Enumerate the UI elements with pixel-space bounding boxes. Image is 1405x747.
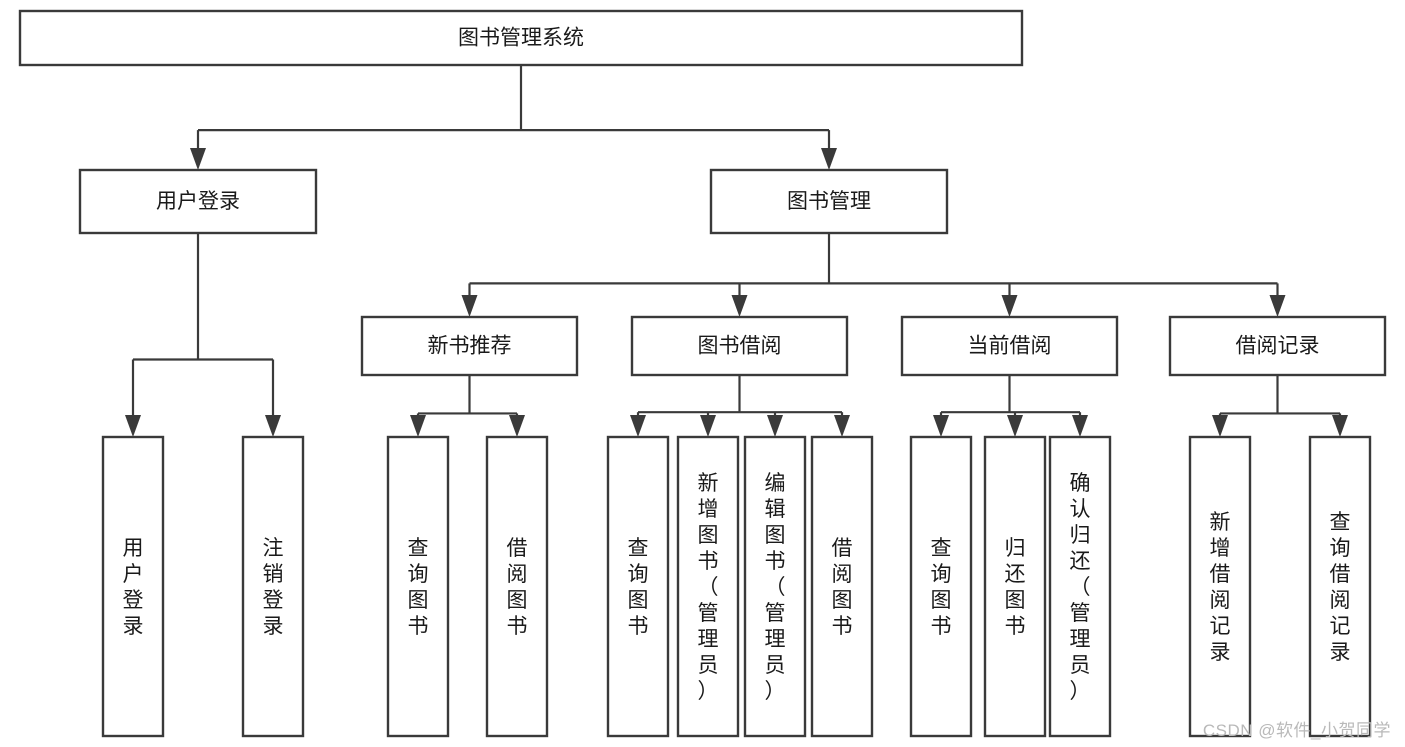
node-n-borrow[interactable]: 图书借阅	[630, 315, 849, 377]
node-label: 用户登录	[156, 190, 240, 213]
node-label: 查询图书	[408, 537, 429, 638]
node-l-c-confirm[interactable]: 确认归还（管理员）	[1048, 435, 1112, 738]
node-l-b-borrow[interactable]: 借阅图书	[810, 435, 874, 738]
node-l-c-query[interactable]: 查询图书	[909, 435, 973, 738]
node-box	[909, 435, 973, 738]
node-box	[78, 168, 318, 235]
node-label: 查询图书	[931, 537, 952, 638]
node-label: 新增图书（管理员）	[698, 472, 719, 703]
node-box	[241, 435, 305, 738]
node-l-user-logout[interactable]: 注销登录	[241, 435, 305, 738]
node-n-user-login[interactable]: 用户登录	[78, 168, 318, 235]
node-label: 借阅记录	[1236, 335, 1320, 358]
node-n-current[interactable]: 当前借阅	[900, 315, 1119, 377]
node-box	[983, 435, 1047, 738]
node-box	[676, 435, 740, 738]
node-l-b-query[interactable]: 查询图书	[606, 435, 670, 738]
node-label: 归还图书	[1005, 537, 1026, 638]
node-l-nr-query[interactable]: 查询图书	[386, 435, 450, 738]
node-label: 编辑图书（管理员）	[765, 472, 786, 703]
node-box	[1048, 435, 1112, 738]
node-label: 新书推荐	[428, 335, 512, 358]
node-box	[1308, 435, 1372, 738]
node-label: 图书借阅	[698, 335, 782, 358]
node-label: 查询借阅记录	[1330, 511, 1351, 664]
node-label: 借阅图书	[507, 537, 528, 638]
node-box	[709, 168, 949, 235]
node-root[interactable]: 图书管理系统	[18, 9, 1024, 67]
node-box	[386, 435, 450, 738]
node-n-new-rec[interactable]: 新书推荐	[360, 315, 579, 377]
node-box	[810, 435, 874, 738]
node-box	[900, 315, 1119, 377]
node-label: 确认归还（管理员）	[1070, 472, 1091, 703]
node-label: 当前借阅	[968, 335, 1052, 358]
node-l-r-query[interactable]: 查询借阅记录	[1308, 435, 1372, 738]
node-box	[485, 435, 549, 738]
node-box	[1188, 435, 1252, 738]
node-label: 图书管理系统	[458, 27, 584, 50]
node-box	[606, 435, 670, 738]
node-n-book-mgmt[interactable]: 图书管理	[709, 168, 949, 235]
node-label: 图书管理	[787, 190, 871, 213]
node-l-c-return[interactable]: 归还图书	[983, 435, 1047, 738]
node-label: 新增借阅记录	[1210, 511, 1231, 664]
node-l-nr-borrow[interactable]: 借阅图书	[485, 435, 549, 738]
node-label: 注销登录	[263, 537, 284, 638]
node-label: 查询图书	[628, 537, 649, 638]
node-box	[101, 435, 165, 738]
node-box	[743, 435, 807, 738]
node-l-b-add[interactable]: 新增图书（管理员）	[676, 435, 740, 738]
watermark-text: CSDN @软件_小贺同学	[1202, 721, 1391, 740]
node-n-record[interactable]: 借阅记录	[1168, 315, 1387, 377]
node-l-r-add[interactable]: 新增借阅记录	[1188, 435, 1252, 738]
node-label: 借阅图书	[832, 537, 853, 638]
node-layer: 图书管理系统用户登录图书管理新书推荐图书借阅当前借阅借阅记录用户登录注销登录查询…	[18, 9, 1387, 738]
connector-layer	[125, 65, 1348, 437]
node-l-user-login[interactable]: 用户登录	[101, 435, 165, 738]
node-box	[1168, 315, 1387, 377]
node-label: 用户登录	[123, 537, 144, 638]
node-box	[18, 9, 1024, 67]
node-box	[360, 315, 579, 377]
node-l-b-edit[interactable]: 编辑图书（管理员）	[743, 435, 807, 738]
node-box	[630, 315, 849, 377]
